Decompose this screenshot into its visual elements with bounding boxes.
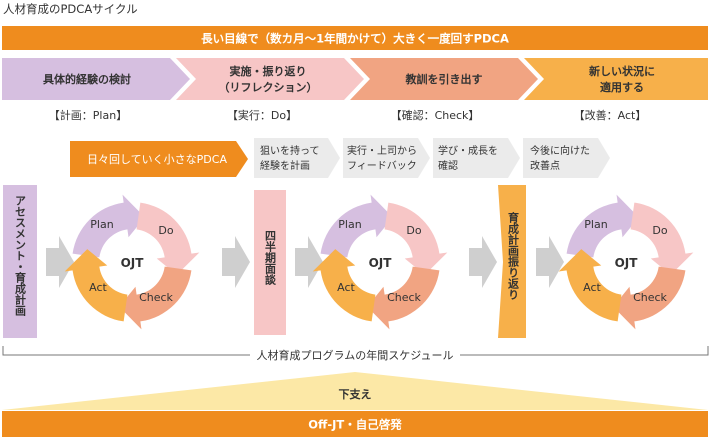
small-step-3-line-2: 確認 [438,159,458,172]
support-label: 下支え [339,387,372,401]
schedule-bracket [2,346,709,356]
do-arrow [136,202,200,275]
phase-plan [2,58,190,100]
phase-do-label-2: （リフレクション） [219,81,318,94]
check-label: Check [139,291,173,304]
do-arrow [630,202,694,275]
small-pdca-label: 日々回していく小さなPDCA [87,153,227,166]
plan-label: Plan [338,218,361,231]
quarterly-box [254,190,286,335]
plan-arrow [320,194,393,258]
do-label: Do [652,224,667,237]
check-label: Check [387,291,421,304]
act-label: Act [89,281,107,294]
check-arrow [613,266,686,330]
assessment-label: アセスメント・育成計画 [14,195,27,317]
phase-act-label-1: 新しい状況に [589,64,655,78]
small-step-1-line-1: 狙いを持って [260,144,320,157]
do-arrow [384,202,448,275]
phase-plan-label: 具体的経験の検討 [43,72,131,86]
small-step-4-line-1: 今後に向けた [530,144,590,157]
diagram-title: 人材育成のPDCAサイクル [3,2,138,16]
flow-arrow-5 [536,236,564,288]
support-triangle [2,372,708,410]
quarterly-label: 四半期面談 [264,230,277,286]
check-arrow [119,266,192,330]
flow-arrow-3 [295,236,323,288]
small-step-3 [433,138,520,178]
long-term-banner [2,26,708,50]
phase-do-label-1: 実施・振り返り [230,64,307,78]
phase-check-label: 教訓を引き出す [405,72,483,86]
phase-do [176,58,364,100]
act-arrow [558,249,622,322]
check-arrow [367,266,440,330]
small-step-2 [343,138,430,178]
schedule-label: 人材育成プログラムの年間スケジュール [257,348,454,362]
review-box [498,185,526,338]
phase-plan-tag: 【計画：Plan】 [49,108,127,122]
phase-act [524,58,708,100]
flow-arrow-4 [469,236,497,288]
act-arrow [312,249,376,322]
small-pdca-arrow [70,141,248,177]
check-label: Check [633,291,667,304]
small-step-4-line-2: 改善点 [530,159,560,172]
ojt-center-label: OJT [369,256,393,270]
small-step-4 [523,138,610,178]
footer-label: Off-JT・自己啓発 [308,418,402,432]
small-step-2-line-1: 実行・上司から [347,144,417,157]
plan-label: Plan [90,218,113,231]
phase-check [350,58,538,100]
phase-act-tag: 【改善：Act】 [574,108,647,122]
ojt-center-label: OJT [121,256,145,270]
review-label: 育成計画振り返り [507,211,520,300]
small-step-1-line-2: 経験を計画 [260,159,310,172]
do-label: Do [158,224,173,237]
small-step-1 [254,138,340,178]
ojt-center-label: OJT [615,256,639,270]
plan-label: Plan [584,218,607,231]
footer-bar [2,411,708,437]
phase-act-label-2: 適用する [600,80,644,94]
do-label: Do [406,224,421,237]
plan-arrow [72,194,145,258]
act-label: Act [337,281,355,294]
phase-check-tag: 【確認：Check】 [391,108,480,122]
act-arrow [64,249,128,322]
long-term-banner-label: 長い目線で（数カ月～1年間かけて）大きく一度回すPDCA [201,32,509,46]
assessment-box [3,185,37,338]
small-step-2-line-2: フィードバック [347,160,417,172]
flow-arrow-2 [222,236,250,288]
phase-do-tag: 【実行：Do】 [227,108,297,122]
plan-arrow [566,194,639,258]
act-label: Act [583,281,601,294]
flow-arrow-1 [46,236,74,288]
small-step-3-line-1: 学び・成長を [438,144,498,157]
